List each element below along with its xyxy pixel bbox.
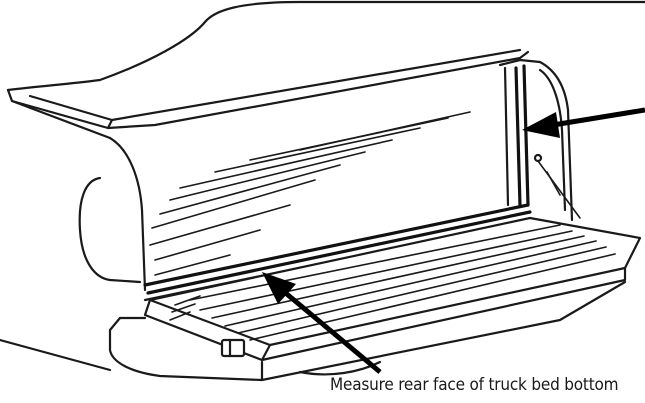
left-side-panel (0, 138, 145, 370)
tailgate (145, 218, 640, 360)
right-corner-post (500, 60, 580, 220)
measurement-caption: Measure rear face of truck bed bottom (330, 375, 645, 399)
upper-arrow-icon (522, 110, 645, 138)
